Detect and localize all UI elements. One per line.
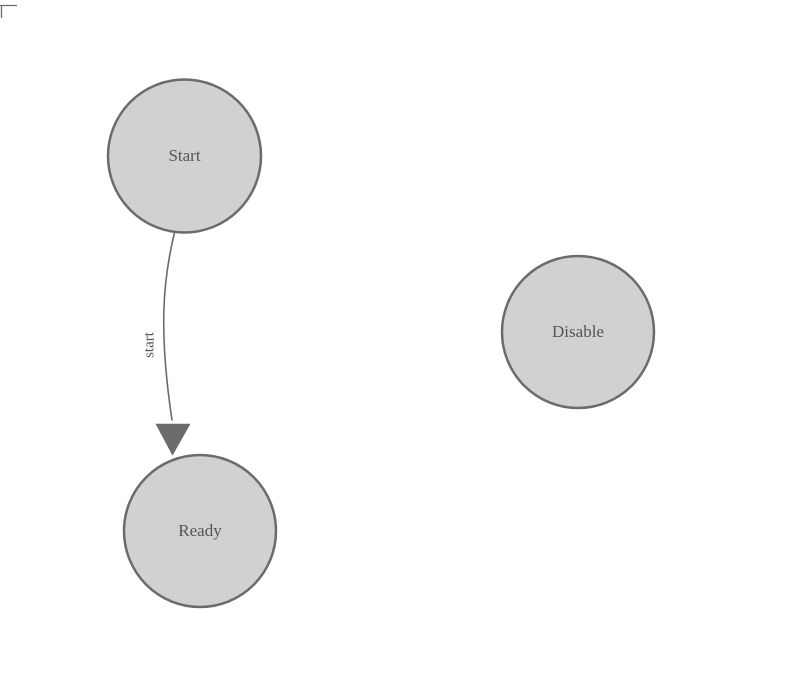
edge-arrowhead-icon (155, 423, 191, 456)
state-node-label: Start (168, 146, 200, 165)
edge-line (162, 231, 176, 421)
edge-label: start (141, 331, 157, 358)
state-node-start[interactable]: Start (106, 78, 263, 234)
crop-mark-top-left (0, 4, 17, 18)
state-node-circle (122, 453, 278, 609)
state-node-ready[interactable]: Ready (122, 453, 278, 609)
state-node-label: Ready (178, 521, 222, 540)
edges-group: start (141, 231, 191, 456)
state-node-circle (500, 254, 656, 410)
state-node-label: Disable (552, 322, 604, 341)
crop-marks-group (0, 4, 17, 18)
edge-start-to-ready[interactable]: start (141, 231, 191, 456)
state-node-circle (106, 78, 263, 234)
state-node-disable[interactable]: Disable (500, 254, 656, 410)
